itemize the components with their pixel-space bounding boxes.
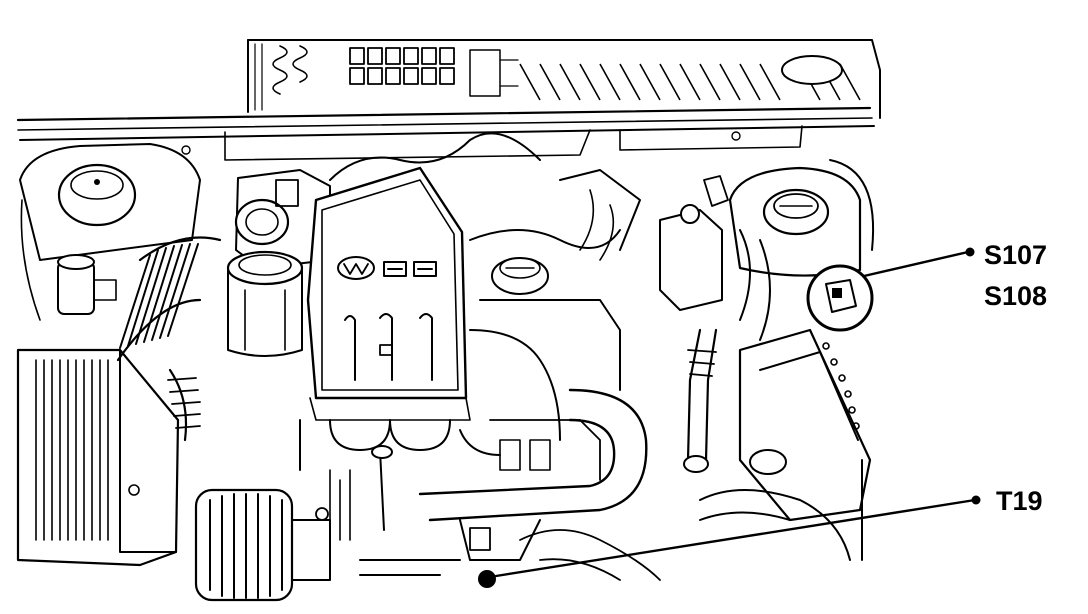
label-s108: S108 (984, 281, 1047, 311)
oil-cap (491, 257, 549, 295)
right-fender (829, 159, 874, 561)
callout-s107-dot (965, 247, 975, 257)
cowl-panel (247, 39, 881, 119)
lower-harness (359, 519, 661, 581)
washer-bottle (57, 254, 117, 315)
intake-runners (299, 419, 501, 471)
relay-box (699, 328, 872, 561)
callout-s107-s108: S107 S108 (806, 240, 1047, 332)
hoses-and-wiring (329, 132, 641, 481)
label-t19: T19 (996, 486, 1043, 516)
callout-t19-dot (971, 495, 981, 505)
left-strut-tower (19, 143, 201, 321)
ignition-leads (683, 229, 771, 473)
dipstick-area (329, 445, 393, 541)
alternator (194, 488, 331, 602)
label-s107: S107 (984, 240, 1047, 270)
engine-cover (306, 166, 471, 421)
battery (16, 348, 180, 567)
coolant-hose (418, 388, 648, 522)
air-canister (226, 250, 304, 357)
intake-hose (116, 236, 222, 442)
brake-reservoir (659, 175, 729, 311)
bulkhead (16, 106, 875, 161)
callout-t19: T19 (478, 486, 1043, 588)
callout-t19-anchor (478, 570, 496, 588)
